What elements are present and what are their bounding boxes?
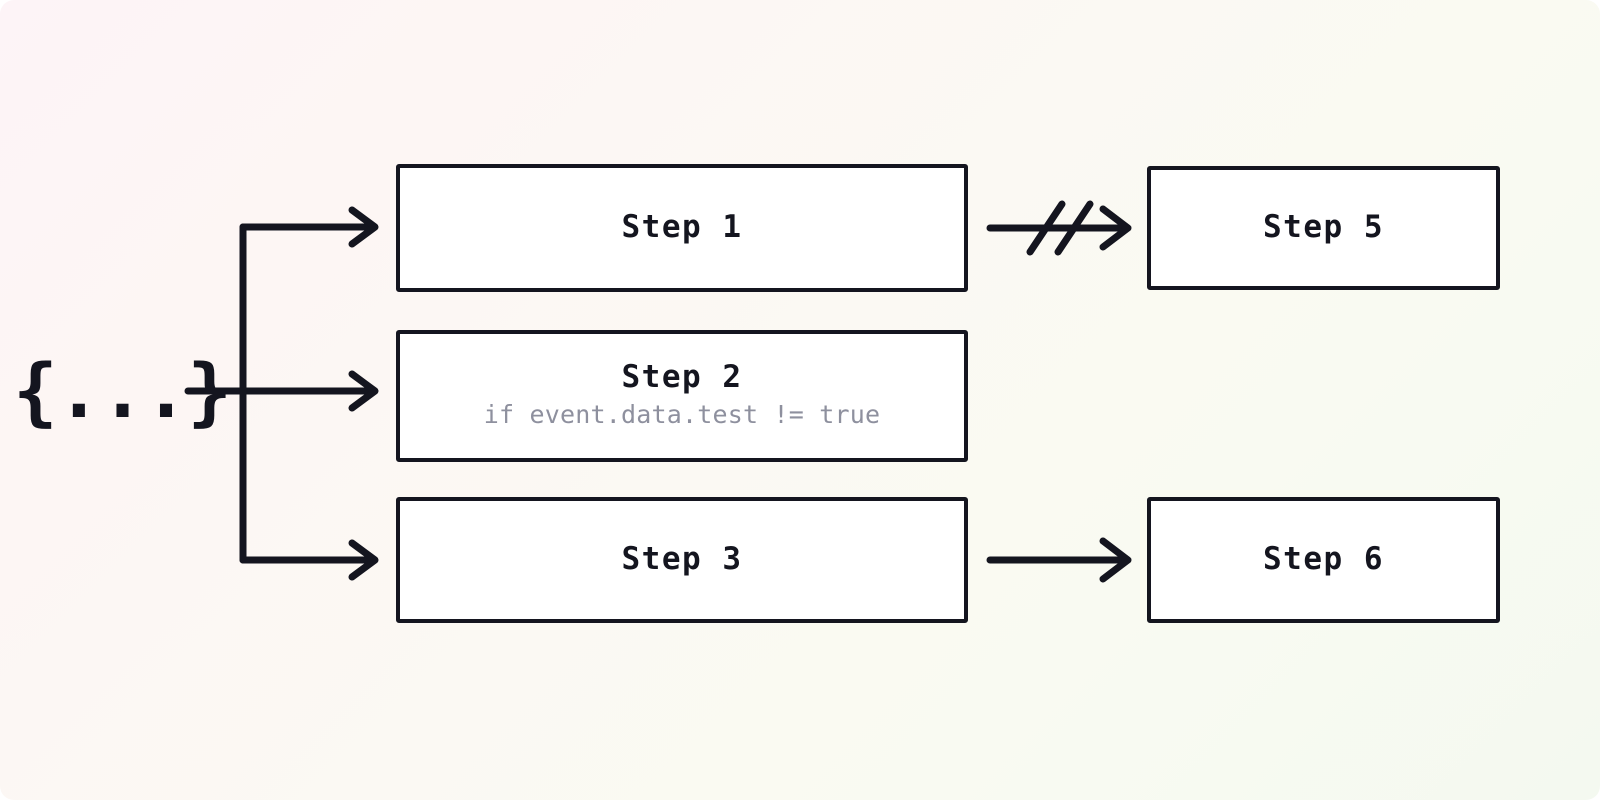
arrowhead-step3 (348, 539, 379, 581)
step-node-step3[interactable]: Step 3 (396, 497, 968, 623)
step-node-step1[interactable]: Step 1 (396, 164, 968, 292)
arrowhead-step1 (348, 206, 379, 248)
step-title: Step 2 (621, 359, 743, 396)
step-node-step5[interactable]: Step 5 (1147, 166, 1500, 290)
step-node-step6[interactable]: Step 6 (1147, 497, 1500, 623)
blocked-slash-one (1026, 200, 1066, 256)
arrowhead-step6 (1099, 537, 1132, 583)
event-trigger-glyph[interactable]: {...} (13, 349, 232, 435)
step-title: Step 1 (621, 209, 743, 246)
arrowhead-step5 (1099, 205, 1132, 251)
step-condition-expression: if event.data.test != true (483, 400, 881, 430)
step-title: Step 6 (1263, 541, 1384, 578)
blocked-slash-two (1054, 200, 1094, 256)
step-title: Step 5 (1263, 209, 1384, 246)
step-node-step2[interactable]: Step 2 if event.data.test != true (396, 330, 968, 462)
arrowhead-step2 (348, 370, 379, 412)
step-title: Step 3 (621, 541, 743, 578)
